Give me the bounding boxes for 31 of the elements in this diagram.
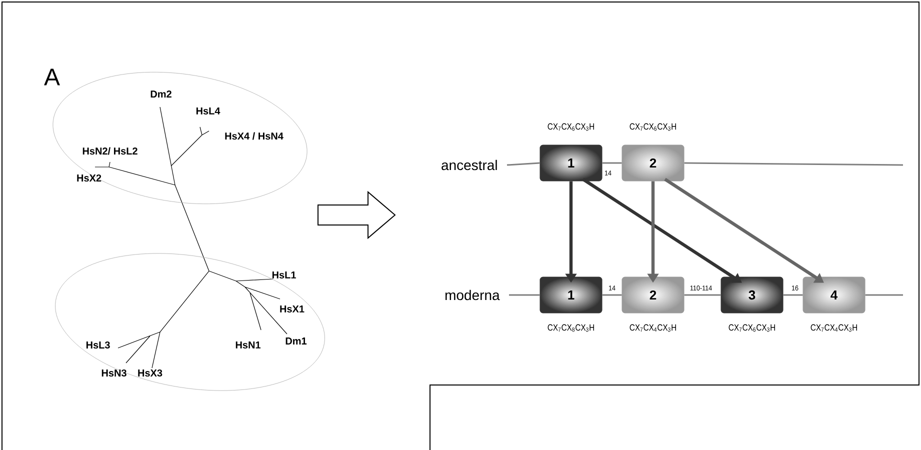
motif-label: CX$_{7}$CX$_{8}$CX$_{3}$H — [548, 324, 594, 332]
row-label: moderna — [445, 290, 500, 300]
gene-line — [684, 294, 721, 296]
leaf-label: HsL4 — [196, 108, 220, 114]
leaf-label: Dm2 — [150, 90, 172, 98]
exon-box: 1 — [540, 276, 602, 314]
exon-box: 4 — [802, 276, 866, 314]
exon-box: 1 — [540, 144, 602, 182]
gene-line — [602, 294, 622, 296]
leaf-label: Dm1 — [286, 338, 307, 344]
exon-box: 3 — [720, 276, 784, 314]
leaf-label: HsN3 — [102, 369, 126, 377]
motif-label: CX$_{7}$CX$_{4}$CX$_{3}$H — [810, 324, 857, 332]
leaf-label: HsN2/ HsL2 — [82, 147, 138, 155]
motif-label: CX$_{7}$CX$_{6}$CX$_{3}$H — [728, 324, 775, 332]
leaf-label: HsX4 / HsN4 — [225, 132, 284, 140]
row-label: ancestral — [442, 160, 497, 170]
leaf-label: HsN1 — [236, 342, 260, 348]
gene-line — [602, 162, 622, 164]
motif-label: CX$_{7}$CX$_{6}$CX$_{3}$H — [630, 123, 676, 131]
gene-line — [783, 294, 803, 296]
leaf-label: HsL3 — [86, 341, 110, 349]
leaf-label: HsX3 — [138, 369, 162, 377]
motif-label: CX$_{7}$CX$_{4}$CX$_{3}$H — [630, 324, 676, 332]
leaf-label: HsX1 — [280, 306, 304, 312]
exon-box: 2 — [622, 144, 684, 182]
leaf-label: HsX2 — [77, 174, 102, 182]
panel-letter: A — [44, 68, 60, 86]
motif-label: CX$_{7}$CX$_{6}$CX$_{3}$H — [548, 123, 594, 131]
exon-box: 2 — [622, 276, 684, 314]
leaf-label: HsL1 — [272, 272, 296, 278]
